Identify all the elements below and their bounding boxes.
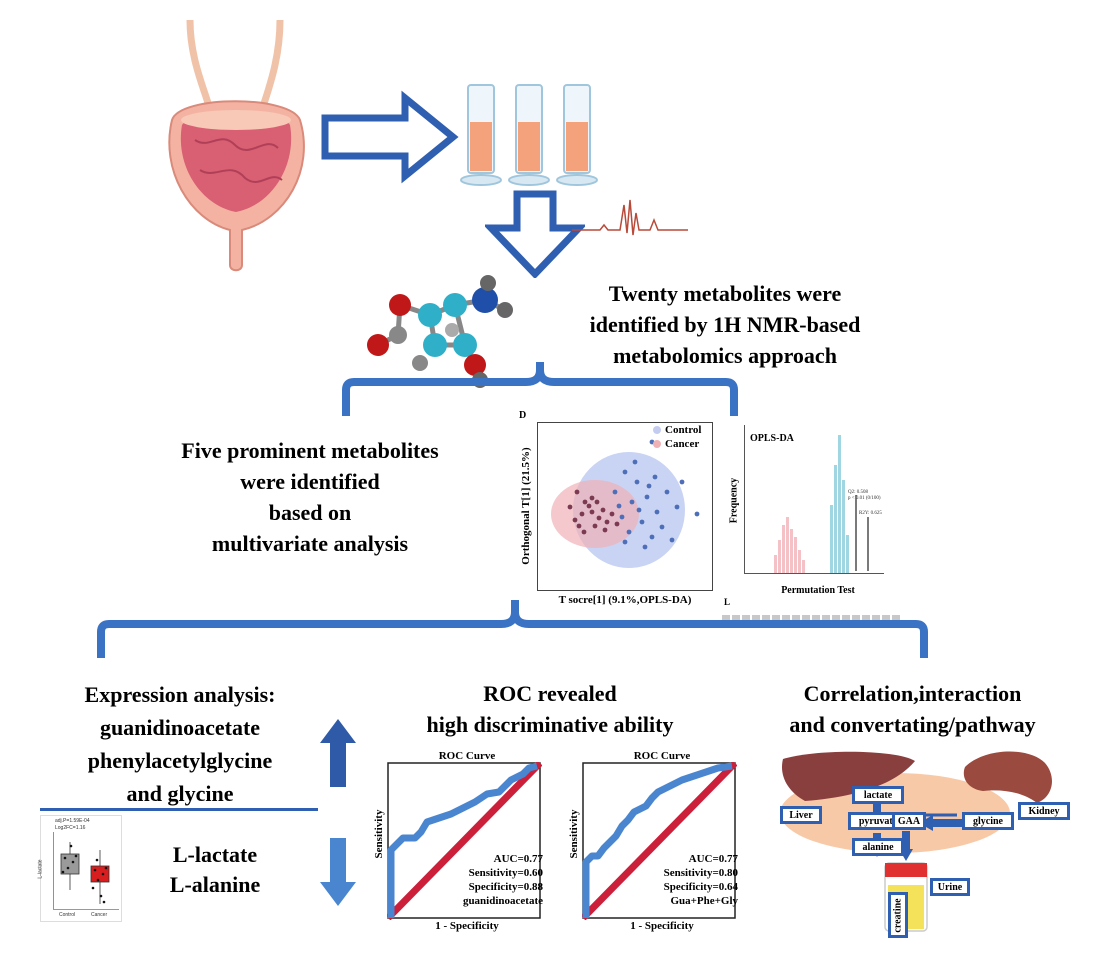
middle-text-line-2: were identified: [240, 469, 380, 494]
top-title-line-1: Twenty metabolites were: [608, 281, 842, 306]
top-title: Twenty metabolites were identified by 1H…: [560, 278, 890, 371]
down-line-1: L-lactate: [172, 842, 258, 867]
roc-plot-1: ROC Curve Sensitivity 1 - Specificity AU…: [365, 748, 550, 938]
permutation-xlabel: Permutation Test: [781, 585, 855, 596]
bladder-illustration: [168, 20, 305, 272]
permutation-plot: Q2: 0.508 p < 0.01 (0/100) R2Y: 0.625 OP…: [718, 425, 893, 615]
roc-1-marker: guanidinoacetate: [462, 895, 543, 907]
boxplot-category-cancer: Cancer: [91, 912, 108, 918]
roc-2-title: ROC Curve: [633, 750, 691, 762]
middle-text-line-3: based on: [268, 500, 352, 525]
test-tubes-illustration: [460, 84, 598, 186]
cropped-strip: [722, 615, 902, 621]
roc-title-line-2: high discriminative ability: [426, 712, 674, 737]
divider-line: [40, 808, 318, 811]
scores-plot-canvas: [537, 422, 713, 591]
scores-plot: D: [515, 410, 715, 610]
scores-xlabel: T socre[1] (9.1%,OPLS-DA): [558, 594, 692, 606]
permutation-panel-letter: L: [724, 597, 731, 607]
boxplot-ylabel: L-lactate: [37, 859, 44, 879]
scores-panel-letter: D: [519, 410, 527, 421]
permutation-title: OPLS-DA: [750, 433, 794, 444]
roc-1-canvas: [387, 762, 542, 920]
boxplot-stat-1: adj.P=1.59E-04: [55, 818, 90, 824]
svg-text:R2Y: 0.625: R2Y: 0.625: [859, 511, 882, 516]
top-title-line-3: metabolomics approach: [613, 343, 837, 368]
pathway-label-gaa: GAA: [892, 812, 926, 830]
legend-cancer-swatch: [653, 440, 661, 448]
legend-control-label: Control: [665, 424, 702, 436]
pathway-label-creatine: creatine: [888, 892, 908, 938]
roc-2-specificity: Specificity=0.64: [663, 881, 738, 893]
roc-1-specificity: Specificity=0.88: [468, 881, 543, 893]
pathway-label-glycine: glycine: [962, 812, 1014, 830]
pathway-title: Correlation,interaction and convertating…: [755, 678, 1070, 740]
roc-1-ylabel: Sensitivity: [373, 809, 385, 859]
roc-2-canvas: [582, 762, 737, 920]
down-trend-arrow-icon: [320, 838, 356, 906]
roc-1-title: ROC Curve: [438, 750, 496, 762]
permutation-plot-canvas: Q2: 0.508 p < 0.01 (0/100) R2Y: 0.625: [744, 425, 884, 574]
bracket-bottom: [97, 600, 928, 658]
roc-1-curve: [387, 762, 538, 918]
middle-text-line-1: Five prominent metabolites: [181, 438, 439, 463]
bracket-top: [342, 362, 738, 416]
down-regulated-list: L-lactate L-alanine: [140, 840, 290, 900]
roc-2-ylabel: Sensitivity: [568, 809, 580, 859]
pathway-label-liver: Liver: [780, 806, 822, 824]
pathway-label-lactate: lactate: [852, 786, 904, 804]
permutation-ylabel: Frequency: [728, 477, 740, 524]
pathway-diagram: [780, 751, 1052, 932]
roc-1-auc: AUC=0.77: [493, 853, 543, 865]
pathway-label-alanine: alanine: [852, 838, 904, 856]
expression-title-line-1: Expression analysis:: [84, 682, 276, 707]
roc-2-curve: [582, 762, 733, 918]
roc-1-sensitivity: Sensitivity=0.60: [468, 867, 543, 879]
roc-1-stats: AUC=0.77 Sensitivity=0.60 Specificity=0.…: [451, 852, 543, 908]
boxplot-category-control: Control: [59, 912, 76, 918]
right-arrow-icon: [321, 90, 459, 184]
boxplot-thumbnail: adj.P=1.59E-04 Log2FC=1.16 L-lactate Con…: [37, 815, 122, 922]
middle-text-line-4: multivariate analysis: [211, 531, 409, 556]
svg-text:Q2: 0.508: Q2: 0.508: [848, 490, 869, 495]
expression-title-line-3: phenylacetylglycine: [87, 748, 273, 773]
expression-title-line-2: guanidinoacetate: [99, 715, 261, 740]
up-arrow-icon: [320, 719, 356, 787]
scores-ylabel: Orthogonal T[1] (21.5%): [520, 447, 532, 565]
legend-control-swatch: [653, 426, 661, 434]
boxplot-canvas: [53, 832, 119, 910]
pathway-label-kidney: Kidney: [1018, 802, 1070, 820]
roc-2-sensitivity: Sensitivity=0.80: [663, 867, 738, 879]
nmr-spectrum-icon: [572, 199, 688, 236]
pathway-title-line-2: and convertating/pathway: [789, 712, 1036, 737]
expression-title-line-4: and glycine: [126, 781, 234, 806]
roc-2-xlabel: 1 - Specificity: [630, 920, 694, 932]
pathway-label-urine: Urine: [930, 878, 970, 896]
middle-left-text: Five prominent metabolites were identifi…: [120, 435, 500, 559]
pathway-title-line-1: Correlation,interaction: [803, 681, 1022, 706]
pathway-creatine-text: creatine: [892, 897, 904, 933]
roc-2-stats: AUC=0.77 Sensitivity=0.80 Specificity=0.…: [646, 852, 738, 908]
roc-2-marker: Gua+Phe+Gly: [670, 895, 738, 907]
roc-plot-2: ROC Curve Sensitivity 1 - Specificity AU…: [560, 748, 745, 938]
roc-1-xlabel: 1 - Specificity: [435, 920, 499, 932]
roc-2-diagonal: [582, 762, 737, 920]
svg-text:p < 0.01 (0/100): p < 0.01 (0/100): [848, 496, 881, 501]
liver-illustration: [781, 751, 915, 801]
roc-2-auc: AUC=0.77: [688, 853, 738, 865]
roc-title: ROC revealed high discriminative ability: [365, 678, 735, 740]
kidney-illustration: [963, 751, 1052, 803]
expression-title: Expression analysis: guanidinoacetate ph…: [40, 678, 320, 810]
roc-1-diagonal: [387, 762, 542, 920]
boxplot-stat-2: Log2FC=1.16: [55, 825, 86, 831]
down-arrow-icon: [485, 190, 585, 278]
top-title-line-2: identified by 1H NMR-based: [589, 312, 861, 337]
down-line-2: L-alanine: [169, 872, 261, 897]
roc-title-line-1: ROC revealed: [483, 681, 617, 706]
legend-cancer-label: Cancer: [665, 438, 700, 450]
